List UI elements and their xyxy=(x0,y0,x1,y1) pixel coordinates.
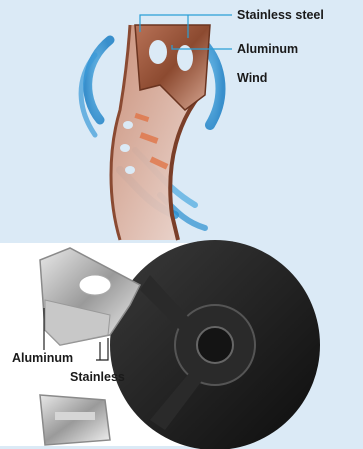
caliper-arm-lower-stripe xyxy=(55,412,95,420)
label-aluminum-top: Aluminum xyxy=(237,42,298,56)
rotor-hole xyxy=(123,121,133,129)
label-stainless-steel: Stainless steel xyxy=(237,8,324,22)
rotor-cooling-illustration xyxy=(81,25,220,240)
wind-arrow-left-upper xyxy=(88,40,110,120)
label-stainless-bottom: Stainless xyxy=(70,370,125,384)
rotor-hole xyxy=(125,166,135,174)
rotor-hub xyxy=(197,327,233,363)
caliper-illustration xyxy=(0,240,320,449)
rotor-hole xyxy=(149,40,167,64)
label-aluminum-bottom: Aluminum xyxy=(12,351,73,365)
caliper-arm-hole xyxy=(79,275,111,295)
label-wind: Wind xyxy=(237,71,267,85)
rotor-hole xyxy=(120,144,130,152)
